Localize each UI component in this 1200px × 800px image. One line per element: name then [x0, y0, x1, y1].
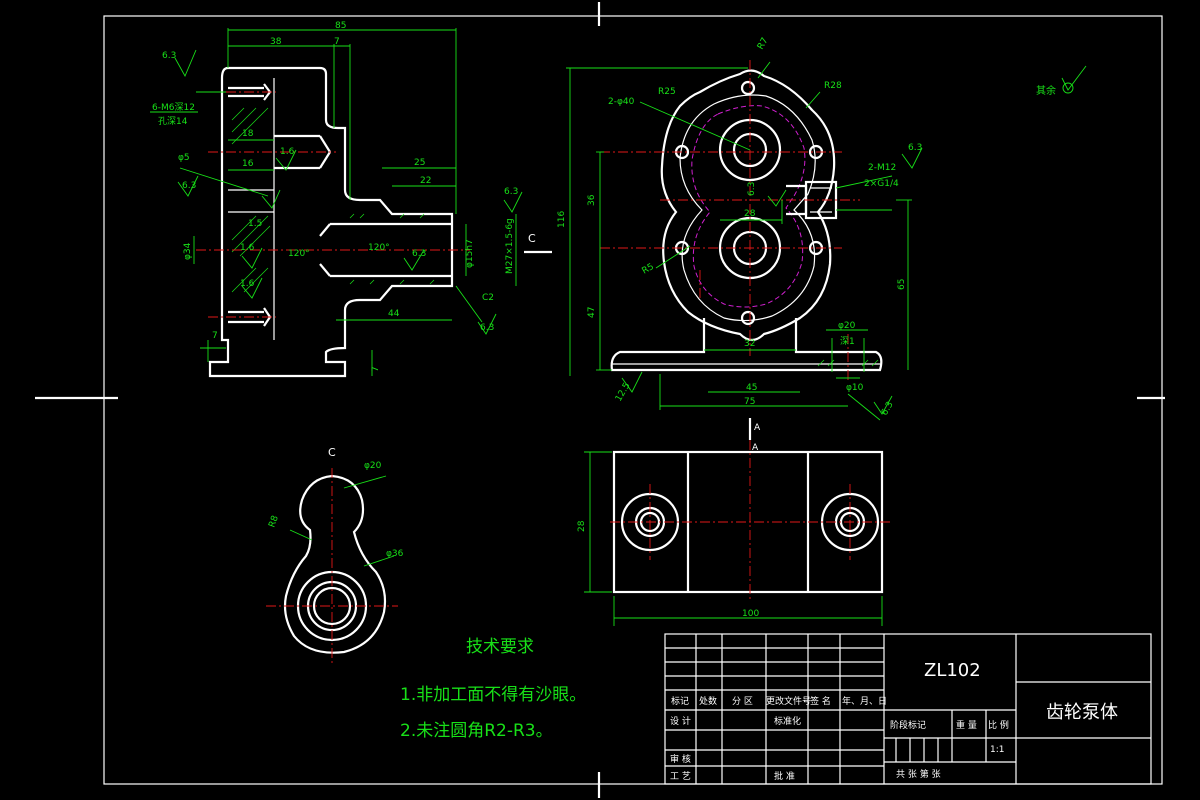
svg-text:比 例: 比 例 [988, 719, 1009, 731]
svg-text:处数: 处数 [699, 695, 717, 707]
svg-text:28: 28 [744, 209, 756, 219]
svg-text:A: A [754, 423, 761, 433]
svg-text:重 量: 重 量 [956, 719, 977, 731]
svg-text:C: C [328, 446, 336, 459]
svg-text:φ20: φ20 [838, 321, 856, 331]
svg-text:6.3: 6.3 [908, 143, 922, 153]
svg-text:100: 100 [742, 609, 759, 619]
svg-text:设 计: 设 计 [670, 715, 691, 727]
svg-text:7: 7 [371, 366, 381, 372]
svg-text:更改文件号: 更改文件号 [766, 695, 811, 707]
view-a-bottom: 100 28 [577, 440, 890, 626]
svg-text:36: 36 [587, 194, 597, 206]
svg-text:C: C [528, 232, 536, 245]
svg-text:R8: R8 [267, 514, 281, 529]
svg-text:47: 47 [587, 307, 597, 318]
svg-text:R25: R25 [658, 87, 676, 97]
svg-text:6.3: 6.3 [504, 187, 518, 197]
svg-text:116: 116 [557, 211, 567, 228]
svg-text:标记: 标记 [671, 695, 689, 707]
part-name: 齿轮泵体 [1046, 702, 1118, 723]
svg-text:16: 16 [242, 159, 254, 169]
svg-text:25: 25 [414, 158, 425, 168]
svg-text:22: 22 [420, 176, 431, 186]
svg-text:7: 7 [334, 37, 340, 47]
svg-text:批 准: 批 准 [774, 770, 795, 782]
material-code: ZL102 [924, 660, 981, 681]
svg-text:年、月、日: 年、月、日 [842, 695, 887, 707]
surface-roughness-note: 其余 [1036, 65, 1087, 97]
svg-text:φ15h7: φ15h7 [465, 239, 475, 268]
svg-text:7: 7 [212, 331, 218, 341]
svg-text:深1: 深1 [840, 336, 855, 347]
svg-text:工 艺: 工 艺 [670, 771, 691, 782]
svg-text:M27×1.5-6g: M27×1.5-6g [505, 218, 515, 274]
svg-text:6-M6深12: 6-M6深12 [152, 102, 195, 113]
svg-text:6.3: 6.3 [747, 182, 757, 196]
svg-text:32: 32 [744, 339, 755, 349]
svg-text:6.3: 6.3 [480, 323, 494, 333]
svg-text:2-M12: 2-M12 [868, 163, 896, 173]
svg-text:共 张 第 张: 共 张 第 张 [896, 768, 941, 780]
svg-text:38: 38 [270, 37, 282, 47]
technical-requirements: 技术要求 1.非加工面不得有沙眼。 2.未注圆角R2-R3。 [400, 637, 586, 741]
svg-text:2-φ40: 2-φ40 [608, 97, 635, 107]
sheet-frame [35, 2, 1165, 798]
requirements-title: 技术要求 [466, 637, 534, 657]
svg-text:28: 28 [577, 520, 587, 532]
requirement-2: 2.未注圆角R2-R3。 [400, 721, 553, 741]
view-a-arrow: A A [748, 418, 761, 453]
svg-text:φ36: φ36 [386, 549, 404, 559]
svg-text:φ34: φ34 [183, 242, 193, 260]
svg-text:1.5: 1.5 [248, 219, 262, 229]
svg-text:R7: R7 [756, 36, 771, 51]
svg-text:65: 65 [897, 279, 907, 290]
svg-text:R28: R28 [824, 81, 842, 91]
front-view: 2-φ40 R25 R28 R7 2-M12 6.3 2×G1/4 28 6.3… [557, 36, 923, 421]
svg-text:2×G1/4: 2×G1/4 [864, 179, 899, 189]
scale-value: 1:1 [990, 745, 1004, 755]
requirement-1: 1.非加工面不得有沙眼。 [400, 685, 586, 705]
svg-text:85: 85 [335, 21, 346, 31]
svg-text:1.6: 1.6 [240, 243, 255, 253]
svg-text:标准化: 标准化 [774, 715, 801, 727]
svg-text:6.3: 6.3 [162, 51, 176, 61]
svg-text:分 区: 分 区 [732, 696, 753, 707]
svg-text:6.3: 6.3 [182, 181, 196, 191]
svg-text:阶段标记: 阶段标记 [890, 719, 926, 731]
svg-text:签 名: 签 名 [810, 695, 831, 707]
svg-text:1.6: 1.6 [280, 147, 295, 157]
svg-text:45: 45 [746, 383, 757, 393]
svg-text:R5: R5 [641, 262, 656, 277]
detail-view-c: C φ20 φ36 R8 [266, 446, 404, 666]
svg-text:孔深14: 孔深14 [158, 116, 188, 127]
svg-text:φ10: φ10 [846, 383, 864, 393]
svg-text:审 核: 审 核 [670, 753, 691, 765]
section-marker-c: C [524, 232, 552, 254]
svg-text:1.6: 1.6 [240, 279, 255, 289]
svg-text:A: A [752, 443, 759, 453]
svg-text:φ5: φ5 [178, 153, 190, 163]
svg-text:φ20: φ20 [364, 461, 382, 471]
svg-text:120°: 120° [368, 243, 390, 253]
svg-text:其余: 其余 [1036, 84, 1056, 97]
svg-text:12.5: 12.5 [614, 381, 633, 403]
title-block: ZL102 齿轮泵体 标记 处数 分 区 更改文件号 签 名 年、月、日 设 计… [664, 633, 1152, 785]
svg-text:120°: 120° [288, 249, 310, 259]
svg-text:18: 18 [242, 129, 254, 139]
svg-text:44: 44 [388, 309, 400, 319]
svg-text:6.3: 6.3 [412, 249, 426, 259]
left-section-view: 85 38 7 25 22 18 16 6.3 6-M6深12 孔深14 φ5 … [150, 21, 523, 378]
svg-text:75: 75 [744, 397, 755, 407]
svg-text:6.3: 6.3 [880, 400, 896, 417]
svg-text:C2: C2 [482, 293, 494, 303]
